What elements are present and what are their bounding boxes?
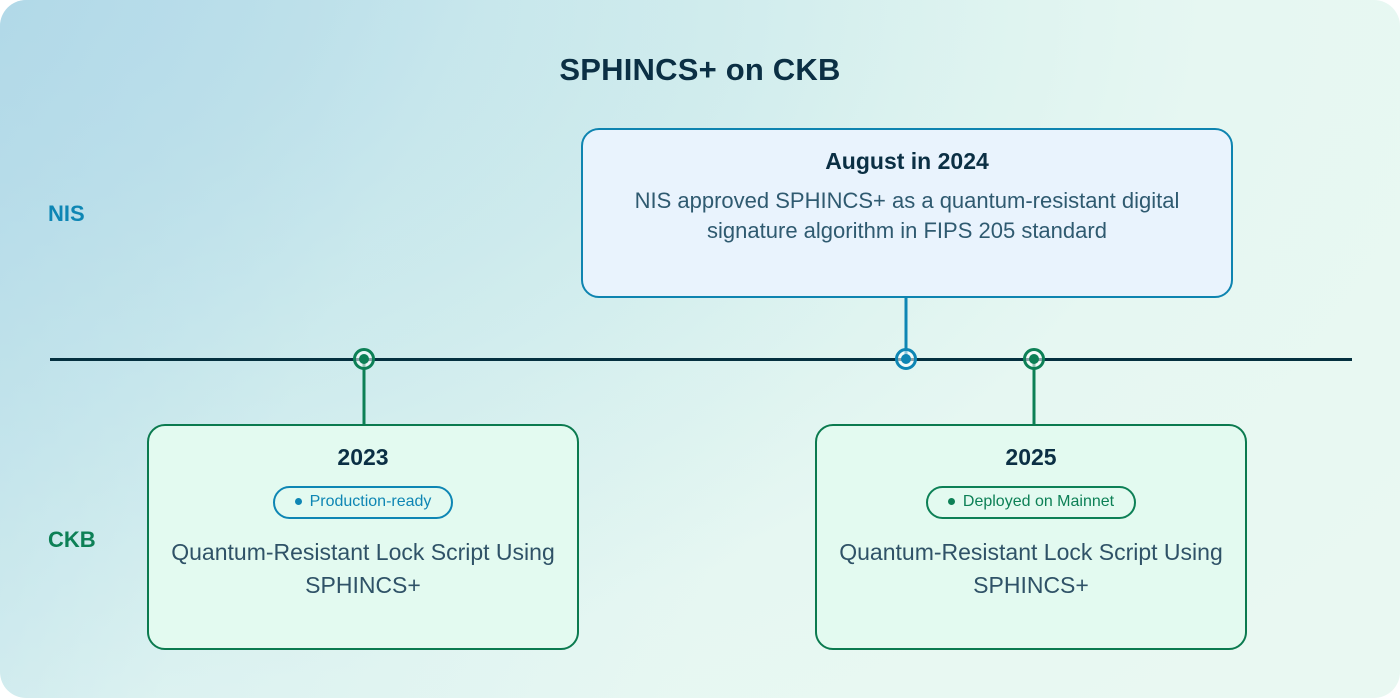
status-badge-deployed-on-mainnet[interactable]: Deployed on Mainnet [925, 485, 1137, 519]
timeline-marker-2025[interactable] [1023, 348, 1045, 370]
badge-dot-icon [294, 498, 302, 506]
row-label-nis: NIS [48, 201, 85, 226]
nis-event-body: NIS approved SPHINCS+ as a quantum-resis… [634, 187, 1180, 243]
ckb-event-card-2023[interactable]: 2023 Production-ready Quantum-Resistant … [147, 424, 579, 650]
row-label-ckb: CKB [48, 527, 96, 552]
status-badge-production-ready[interactable]: Production-ready [272, 485, 454, 519]
marker-dot-icon [1029, 354, 1039, 364]
timeline-marker-2023[interactable] [353, 348, 375, 370]
marker-dot-icon [901, 354, 911, 364]
ckb-event-body-2023: Quantum-Resistant Lock Script Using SPHI… [171, 538, 555, 598]
connector-2024 [904, 297, 908, 359]
timeline-marker-2024[interactable] [895, 348, 917, 370]
status-badge-label: Production-ready [309, 492, 432, 510]
timeline-axis [50, 358, 1352, 361]
badge-dot-icon [947, 498, 955, 506]
status-badge-label: Deployed on Mainnet [962, 492, 1115, 510]
ckb-event-card-2025[interactable]: 2025 Deployed on Mainnet Quantum-Resista… [815, 424, 1247, 650]
ckb-event-heading-2023: 2023 [337, 444, 389, 470]
nis-event-heading: August in 2024 [825, 148, 989, 174]
ckb-event-body-2025: Quantum-Resistant Lock Script Using SPHI… [839, 538, 1223, 598]
ckb-event-heading-2025: 2025 [1005, 444, 1057, 470]
marker-dot-icon [359, 354, 369, 364]
page-title: SPHINCS+ on CKB [559, 52, 841, 87]
nis-event-card[interactable]: August in 2024 NIS approved SPHINCS+ as … [581, 128, 1233, 298]
connector-2025 [1032, 359, 1036, 425]
connector-2023 [362, 359, 366, 425]
